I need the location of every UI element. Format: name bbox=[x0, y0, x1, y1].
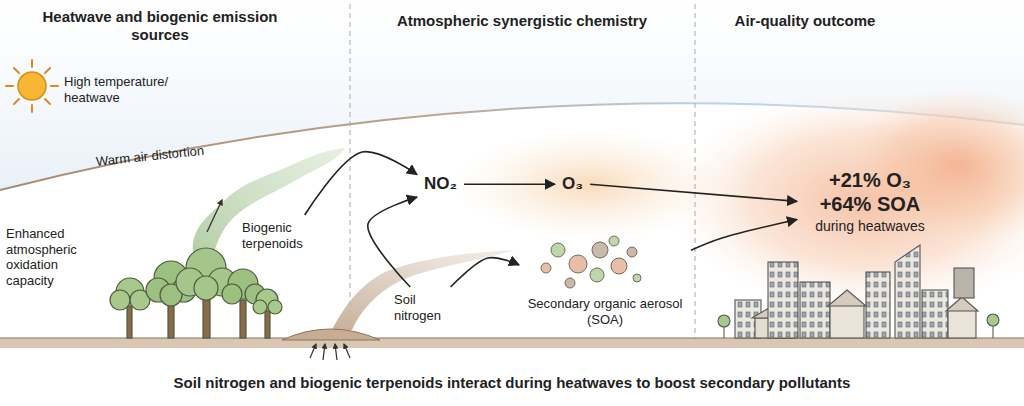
species-label: NO₂ bbox=[420, 172, 461, 196]
reaction-arrow bbox=[590, 184, 797, 201]
species-label: O₃ bbox=[558, 172, 587, 196]
node-text: Biogenic terpenoids bbox=[242, 220, 330, 251]
aerosol-cluster: Secondary organic aerosol (SOA) bbox=[522, 238, 688, 330]
column-heading: Heatwave and biogenic emission sources bbox=[40, 8, 280, 44]
reaction-arrow bbox=[691, 219, 797, 250]
column-heading: Atmospheric synergistic chemistry bbox=[372, 12, 672, 30]
reaction-arrow bbox=[464, 183, 555, 185]
node-text: Soil nitrogen bbox=[394, 292, 454, 323]
emission-plume: Soil nitrogen bbox=[392, 290, 456, 325]
side-note: Enhanced atmospheric oxidation capacity bbox=[6, 226, 98, 288]
node-text: +21% O₃ +64% SOA bbox=[815, 168, 925, 216]
figure-caption: Soil nitrogen and biogenic terpenoids in… bbox=[0, 374, 1024, 391]
node-text: NO₂ bbox=[424, 174, 457, 194]
node-text: O₃ bbox=[562, 174, 583, 194]
outcome-box: +21% O₃ +64% SOA during heatwaves bbox=[800, 166, 940, 237]
sun-icon bbox=[6, 60, 58, 112]
node-text: during heatwaves bbox=[804, 218, 936, 235]
node-text: Secondary organic aerosol (SOA) bbox=[525, 296, 685, 327]
reaction-arrow bbox=[305, 152, 417, 215]
sun-label: High temperature/ heatwave bbox=[64, 74, 189, 105]
emission-plume: Biogenic terpenoids bbox=[240, 218, 332, 253]
reaction-arrow bbox=[451, 258, 519, 287]
reaction-arrow bbox=[368, 197, 417, 287]
column-heading: Air-quality outcome bbox=[705, 12, 905, 30]
